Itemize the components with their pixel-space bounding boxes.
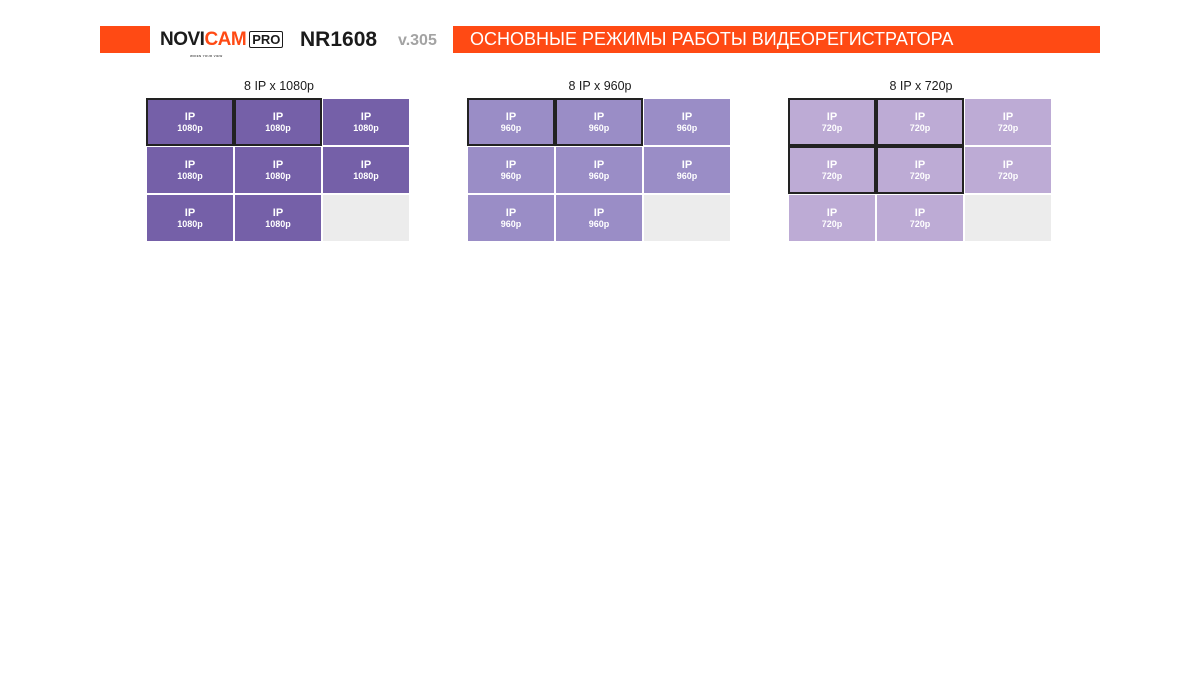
channel-resolution: 960p xyxy=(500,122,522,133)
channel-resolution: 720p xyxy=(821,170,843,181)
channel-type: IP xyxy=(505,206,517,219)
brand-logo-part2: CAM xyxy=(204,29,247,50)
channel-resolution: 1080p xyxy=(353,170,379,181)
brand-logo: NOVICAM WIDEN YOUR VIEW PRO xyxy=(160,29,284,58)
channel-resolution: 720p xyxy=(821,122,843,133)
channel-type: IP xyxy=(184,158,196,171)
empty-tile xyxy=(965,195,1051,241)
brand-logo-tagline: WIDEN YOUR VIEW xyxy=(190,54,223,58)
mode-panel-title: 8 IP x 720p xyxy=(889,79,953,93)
channel-resolution: 720p xyxy=(821,218,843,229)
channel-resolution: 1080p xyxy=(265,170,291,181)
channel-type: IP xyxy=(505,158,517,171)
channel-type: IP xyxy=(272,158,284,171)
channel-resolution: 1080p xyxy=(177,122,203,133)
channel-type: IP xyxy=(593,158,605,171)
channel-type: IP xyxy=(826,158,838,171)
channel-type: IP xyxy=(1002,158,1014,171)
channel-type: IP xyxy=(681,158,693,171)
channel-resolution: 720p xyxy=(909,170,931,181)
empty-tile xyxy=(644,195,730,241)
channel-type: IP xyxy=(681,110,693,123)
channel-resolution: 960p xyxy=(676,170,698,181)
mode-panel-title: 8 IP x 1080p xyxy=(244,79,314,93)
brand-logo-wordmark: NOVICAM WIDEN YOUR VIEW xyxy=(160,29,247,58)
channel-resolution: 720p xyxy=(997,170,1019,181)
channel-type: IP xyxy=(914,110,926,123)
empty-tile xyxy=(323,195,409,241)
channel-type: IP xyxy=(360,110,372,123)
channel-resolution: 960p xyxy=(588,218,610,229)
brand-logo-part1: NOVI xyxy=(160,29,205,50)
channel-type: IP xyxy=(505,110,517,123)
channel-resolution: 720p xyxy=(909,218,931,229)
channel-resolution: 1080p xyxy=(265,218,291,229)
header-title-bar: ОСНОВНЫЕ РЕЖИМЫ РАБОТЫ ВИДЕОРЕГИСТРАТОРА xyxy=(453,26,1100,53)
channel-resolution: 1080p xyxy=(265,122,291,133)
channel-type: IP xyxy=(826,206,838,219)
channel-resolution: 960p xyxy=(500,170,522,181)
page-title: ОСНОВНЫЕ РЕЖИМЫ РАБОТЫ ВИДЕОРЕГИСТРАТОРА xyxy=(470,29,954,49)
channel-type: IP xyxy=(184,206,196,219)
channel-type: IP xyxy=(826,110,838,123)
channel-type: IP xyxy=(593,206,605,219)
channel-resolution: 720p xyxy=(909,122,931,133)
model-name: NR1608 xyxy=(300,28,378,51)
channel-type: IP xyxy=(272,110,284,123)
version-label: v.305 xyxy=(398,32,437,49)
channel-type: IP xyxy=(360,158,372,171)
brand-logo-pro-badge: PRO xyxy=(249,31,284,48)
channel-resolution: 720p xyxy=(997,122,1019,133)
channel-resolution: 960p xyxy=(500,218,522,229)
mode-panel-title: 8 IP x 960p xyxy=(568,79,632,93)
channel-resolution: 1080p xyxy=(177,170,203,181)
channel-resolution: 1080p xyxy=(353,122,379,133)
channel-type: IP xyxy=(914,206,926,219)
header-accent-bar xyxy=(100,26,150,53)
channel-type: IP xyxy=(272,206,284,219)
channel-type: IP xyxy=(1002,110,1014,123)
channel-type: IP xyxy=(593,110,605,123)
channel-resolution: 960p xyxy=(676,122,698,133)
channel-type: IP xyxy=(184,110,196,123)
channel-resolution: 1080p xyxy=(177,218,203,229)
channel-resolution: 960p xyxy=(588,122,610,133)
channel-resolution: 960p xyxy=(588,170,610,181)
channel-type: IP xyxy=(914,158,926,171)
